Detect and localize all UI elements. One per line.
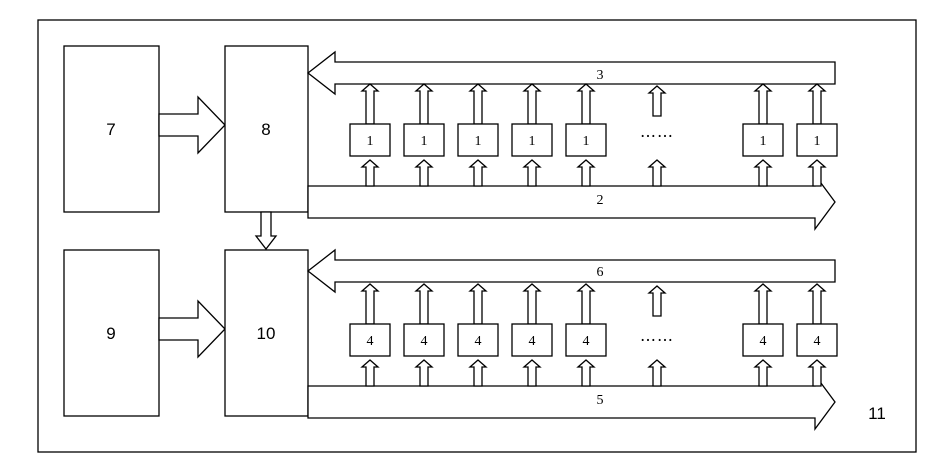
- block-7-label: 7: [106, 120, 115, 139]
- bottom-unit-label: 4: [367, 334, 374, 349]
- bottom-unit-label: 4: [529, 334, 536, 349]
- block-10-label: 10: [257, 324, 276, 343]
- top-ellipsis: ……: [640, 122, 674, 141]
- bottom-unit-label: 4: [421, 334, 428, 349]
- top-unit-label: 1: [529, 134, 536, 149]
- bus-3-label: 3: [597, 68, 604, 83]
- top-unit-label: 1: [421, 134, 428, 149]
- bus-6-label: 6: [597, 265, 604, 280]
- top-unit-label: 1: [760, 134, 767, 149]
- top-unit-label: 1: [475, 134, 482, 149]
- block-8-label: 8: [261, 120, 270, 139]
- block-9-label: 9: [106, 324, 115, 343]
- top-unit-label: 1: [367, 134, 374, 149]
- bottom-unit-label: 4: [583, 334, 590, 349]
- bus-2-label: 2: [597, 193, 604, 208]
- top-unit-label: 1: [814, 134, 821, 149]
- bus-5-label: 5: [597, 393, 604, 408]
- bottom-unit-label: 4: [475, 334, 482, 349]
- top-unit-label: 1: [583, 134, 590, 149]
- bottom-unit-label: 4: [814, 334, 821, 349]
- bottom-ellipsis: ……: [640, 326, 674, 345]
- bottom-unit-label: 4: [760, 334, 767, 349]
- outer-frame-label: 11: [868, 404, 886, 423]
